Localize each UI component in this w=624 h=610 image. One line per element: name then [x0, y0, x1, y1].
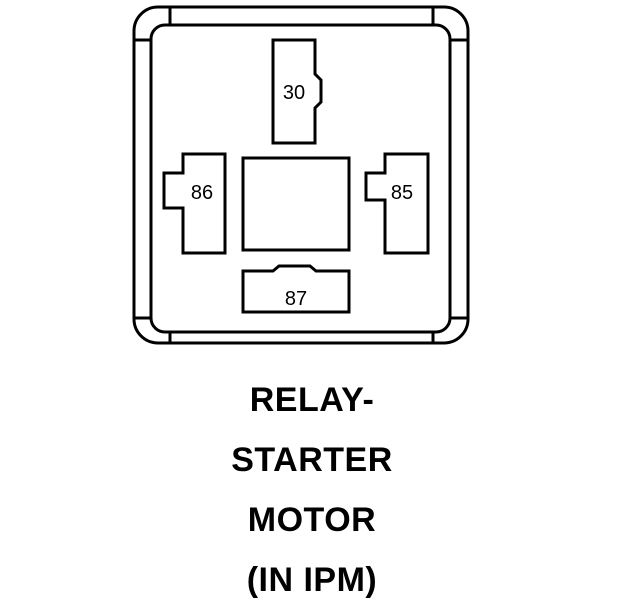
relay-housing-inner: [149, 23, 452, 334]
terminal-85: [364, 152, 430, 255]
terminal-86: [162, 152, 227, 255]
relay-connector-diagram: 30 86 85 87: [132, 5, 470, 345]
caption-line-motor: MOTOR: [247, 501, 377, 539]
caption-line-location: (IN IPM): [246, 561, 378, 599]
housing-corner-tabs: [135, 8, 467, 343]
pin-label-87: 87: [285, 288, 307, 310]
pin-label-86: 86: [191, 182, 213, 204]
caption-line-starter: STARTER: [231, 441, 393, 479]
caption-line-relay: RELAY-: [249, 381, 375, 419]
terminal-30: [271, 38, 323, 145]
relay-center-block: [241, 156, 351, 252]
pin-label-30: 30: [283, 82, 305, 104]
relay-caption: RELAY- STARTER MOTOR (IN IPM): [0, 370, 624, 610]
terminal-87: [241, 264, 351, 314]
pin-label-85: 85: [391, 182, 413, 204]
relay-housing-outer: [132, 5, 470, 345]
